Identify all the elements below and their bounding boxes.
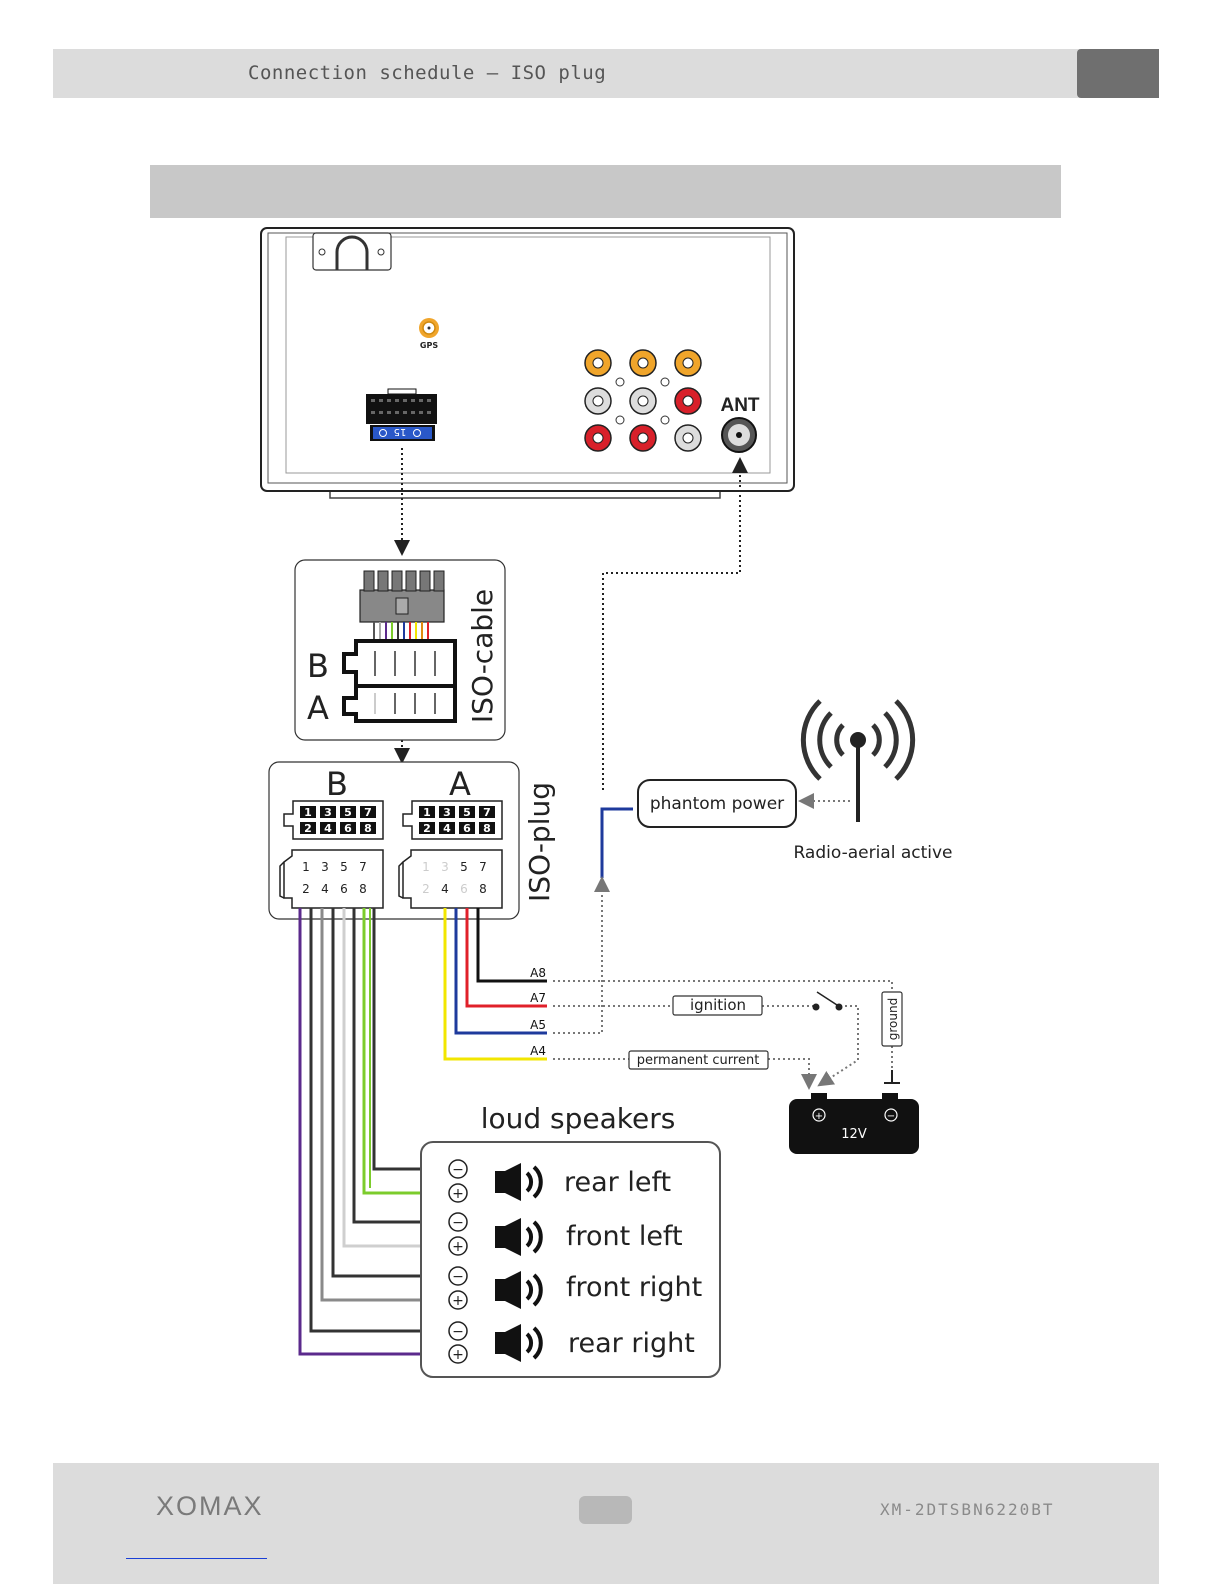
speaker-terminals: − + − + − + − + (448, 1159, 468, 1364)
svg-text:3: 3 (441, 860, 449, 874)
unit-iso-socket (366, 394, 437, 424)
a-pin-5: 5 (463, 806, 471, 819)
svg-text:1: 1 (422, 860, 430, 874)
mount-bracket (312, 232, 392, 271)
svg-text:4: 4 (441, 882, 449, 896)
ant-label: ANT (720, 395, 759, 416)
pin-a8: A8 (530, 966, 546, 980)
a-pin-8: 8 (483, 822, 491, 835)
antenna-icon (800, 699, 916, 822)
iso-plug-block-a: A (449, 765, 471, 803)
model-number: XM-2DTSBN6220BT (880, 1500, 1055, 1519)
footer-link-underline[interactable] (126, 1558, 267, 1559)
svg-text:8: 8 (479, 882, 487, 896)
ignition-label: ignition (690, 996, 746, 1014)
aerial-label: Radio-aerial active (793, 843, 952, 863)
speaker-icons (495, 1163, 543, 1362)
battery-icon: + − 12V (789, 1093, 919, 1154)
b-pin-2: 2 (304, 822, 312, 835)
iso-cable-box: B A ISO-cable (294, 559, 506, 741)
svg-text:−: − (452, 1269, 464, 1285)
b-pin-5: 5 (344, 806, 352, 819)
speaker-icon (495, 1163, 543, 1201)
speaker-wires (298, 908, 447, 1356)
iso-plug-box: B A ISO-plug 1 3 5 7 2 4 6 8 1 3 5 7 (268, 761, 556, 920)
svg-text:3: 3 (321, 860, 329, 874)
pin-a4: A4 (530, 1044, 546, 1058)
svg-text:5: 5 (460, 860, 468, 874)
a-pin-7: 7 (483, 806, 491, 819)
speaker-label-front-right: front right (566, 1272, 702, 1303)
svg-text:+: + (452, 1347, 464, 1363)
header-tab (1077, 49, 1159, 98)
svg-text:6: 6 (460, 882, 468, 896)
speaker-label-front-left: front left (566, 1221, 683, 1252)
iso-plug-title: ISO-plug (523, 782, 556, 902)
svg-text:−: − (887, 1111, 895, 1122)
pin-a7: A7 (530, 991, 546, 1005)
fuse-label: 15 (394, 426, 407, 437)
brand-logo: XOMAX (156, 1491, 264, 1521)
svg-text:5: 5 (340, 860, 348, 874)
iso-cable-block-b: B (307, 647, 329, 685)
phantom-power-label: phantom power (650, 794, 784, 814)
svg-text:+: + (452, 1186, 464, 1202)
b-pin-7: 7 (364, 806, 372, 819)
svg-text:8: 8 (359, 882, 367, 896)
speaker-icon (495, 1218, 543, 1256)
link-phantom-to-ant (602, 457, 748, 790)
header-bar (53, 49, 1159, 98)
a-pin-3: 3 (443, 806, 451, 819)
svg-text:+: + (452, 1239, 464, 1255)
battery-label: 12V (841, 1127, 867, 1142)
head-unit: GPS 15 ANT (260, 227, 795, 499)
svg-text:1: 1 (302, 860, 310, 874)
power-wires (443, 908, 547, 1061)
svg-text:7: 7 (479, 860, 487, 874)
svg-text:+: + (452, 1293, 464, 1309)
a-pin-1: 1 (423, 806, 431, 819)
svg-text:2: 2 (302, 882, 310, 896)
page-number-badge (579, 1496, 632, 1524)
iso-plug-block-b: B (326, 765, 348, 803)
b-pin-1: 1 (304, 806, 312, 819)
pin-a5: A5 (530, 1018, 546, 1032)
phantom-power-box (637, 779, 797, 828)
permanent-current-label: permanent current (637, 1053, 760, 1068)
a-pin-2: 2 (423, 822, 431, 835)
svg-text:4: 4 (321, 882, 329, 896)
svg-text:+: + (815, 1111, 823, 1122)
ignition-switch (816, 991, 838, 1006)
gps-label: GPS (420, 341, 438, 350)
svg-text:7: 7 (359, 860, 367, 874)
speaker-label-rear-right: rear right (568, 1328, 695, 1359)
speaker-label-rear-left: rear left (564, 1167, 671, 1198)
svg-text:6: 6 (340, 882, 348, 896)
b-pin-4: 4 (324, 822, 332, 835)
svg-text:2: 2 (422, 882, 430, 896)
svg-text:−: − (452, 1215, 464, 1231)
iso-cable-block-a: A (307, 689, 329, 727)
svg-text:−: − (452, 1162, 464, 1178)
section-bar (150, 165, 1061, 218)
speaker-icon (495, 1271, 543, 1309)
a-pin-6: 6 (463, 822, 471, 835)
b-pin-6: 6 (344, 822, 352, 835)
page-title: Connection schedule – ISO plug (248, 62, 607, 84)
svg-text:−: − (452, 1324, 464, 1340)
speakers-title: loud speakers (481, 1102, 676, 1135)
b-pin-3: 3 (324, 806, 332, 819)
ground-label: ground (886, 998, 900, 1040)
speaker-icon (495, 1324, 543, 1362)
speakers-box (420, 1141, 721, 1378)
b-pin-8: 8 (364, 822, 372, 835)
iso-cable-title: ISO-cable (466, 589, 499, 723)
rca-jacks (584, 349, 702, 452)
a-pin-4: 4 (443, 822, 451, 835)
